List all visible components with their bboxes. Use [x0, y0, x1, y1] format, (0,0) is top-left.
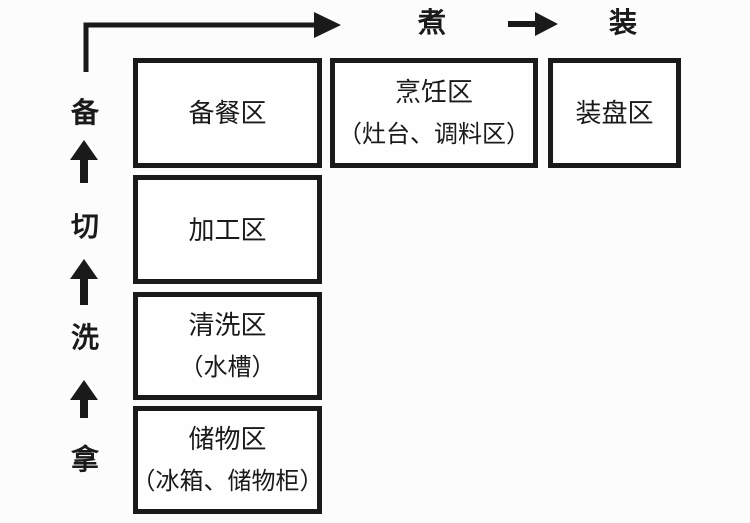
zone-box-wash: 清洗区 （水槽）: [133, 292, 322, 400]
zone-title: 烹饪区: [394, 77, 473, 107]
step-label-wash: 洗: [70, 322, 100, 353]
zone-title: 装盘区: [575, 98, 654, 128]
step-label-cook: 煮: [417, 7, 447, 38]
step-label-take: 拿: [70, 444, 100, 475]
zone-subtitle: （冰箱、储物柜）: [131, 468, 324, 495]
zone-box-plating: 装盘区: [548, 58, 681, 168]
take-to-wash-up-arrow-icon: [70, 380, 98, 418]
cut-to-prepare-up-arrow-icon: [70, 140, 98, 183]
zone-box-cooking: 烹饪区 （灶台、调料区）: [330, 58, 538, 168]
zone-title: 加工区: [188, 214, 267, 245]
step-label-plate: 装: [608, 7, 638, 38]
zone-box-prep: 备餐区: [133, 58, 322, 168]
step-label-prepare: 备: [70, 97, 100, 128]
cook-to-plate-right-arrow-icon: [508, 12, 558, 36]
zone-subtitle: （灶台、调料区）: [338, 121, 530, 148]
step-label-cut: 切: [70, 211, 100, 242]
zone-box-storage: 储物区 （冰箱、储物柜）: [131, 406, 324, 514]
zone-subtitle: （水槽）: [179, 354, 276, 381]
zone-box-process: 加工区: [133, 175, 322, 284]
zone-title: 清洗区: [188, 310, 267, 340]
zone-title: 备餐区: [188, 98, 267, 128]
wash-to-cut-up-arrow-icon: [70, 259, 98, 305]
prep-to-cook-corner-arrow-icon: [83, 12, 341, 72]
zone-title: 储物区: [188, 424, 267, 454]
